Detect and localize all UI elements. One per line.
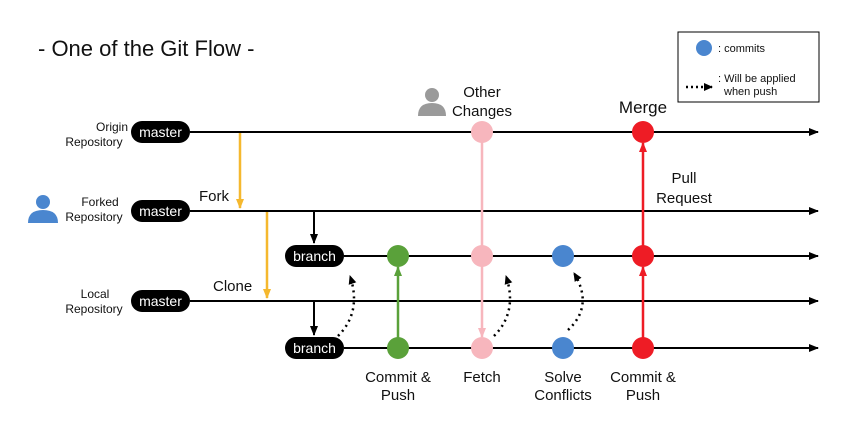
commit-push-2-line2: Push <box>626 387 660 404</box>
pull-request-line1: Pull <box>671 170 696 187</box>
origin-label-line2: Repository <box>65 135 122 149</box>
local-master-pill: master <box>131 290 190 312</box>
commit-dot-green-lower <box>387 337 409 359</box>
svg-text:master: master <box>139 293 182 309</box>
dotted-apply-arrow-2 <box>493 275 513 337</box>
commit-dot-red-upper <box>632 245 654 267</box>
dotted-apply-arrow-3 <box>567 272 584 331</box>
commit-dot-blue-upper <box>552 245 574 267</box>
forked-master-pill: master <box>131 200 190 222</box>
origin-label-line1: Origin <box>96 120 128 134</box>
solve-conflicts-line2: Conflicts <box>534 387 592 404</box>
commit-dot-pink-origin <box>471 121 493 143</box>
commit-push-1-line1: Commit & <box>365 369 431 386</box>
merge-label: Merge <box>619 98 667 117</box>
forked-user-icon <box>28 195 58 223</box>
branch-upper-pill: branch <box>285 245 344 267</box>
forked-label-line2: Repository <box>65 210 122 224</box>
commit-dot-red-lower <box>632 337 654 359</box>
commit-dot-green-upper <box>387 245 409 267</box>
solve-conflicts-line1: Solve <box>544 369 582 386</box>
legend-commit-dot <box>696 40 712 56</box>
clone-label: Clone <box>213 278 252 295</box>
other-user-icon <box>418 88 446 116</box>
fork-label: Fork <box>199 188 230 205</box>
legend-applied-line2: when push <box>723 86 777 98</box>
forked-label-line1: Forked <box>81 195 118 209</box>
svg-text:branch: branch <box>293 340 336 356</box>
dotted-apply-arrow-1 <box>337 275 357 337</box>
merge-dot <box>632 121 654 143</box>
svg-text:master: master <box>139 124 182 140</box>
local-label-line2: Repository <box>65 302 122 316</box>
legend-applied-line1: : Will be applied <box>718 73 796 85</box>
pull-request-line2: Request <box>656 190 713 207</box>
legend-commits-label: : commits <box>718 43 766 55</box>
svg-text:branch: branch <box>293 248 336 264</box>
other-changes-line1: Other <box>463 84 501 101</box>
fetch-label: Fetch <box>463 369 501 386</box>
commit-push-1-line2: Push <box>381 387 415 404</box>
branch-lower-pill: branch <box>285 337 344 359</box>
commit-dot-pink-lower <box>471 337 493 359</box>
diagram-title: - One of the Git Flow - <box>38 36 254 61</box>
other-changes-line2: Changes <box>452 103 512 120</box>
commit-dot-pink-upper <box>471 245 493 267</box>
legend: : commits : Will be applied when push <box>677 31 820 103</box>
origin-master-pill: master <box>131 121 190 143</box>
local-label-line1: Local <box>81 287 110 301</box>
commit-dot-blue-lower <box>552 337 574 359</box>
commit-push-2-line1: Commit & <box>610 369 676 386</box>
svg-text:master: master <box>139 203 182 219</box>
